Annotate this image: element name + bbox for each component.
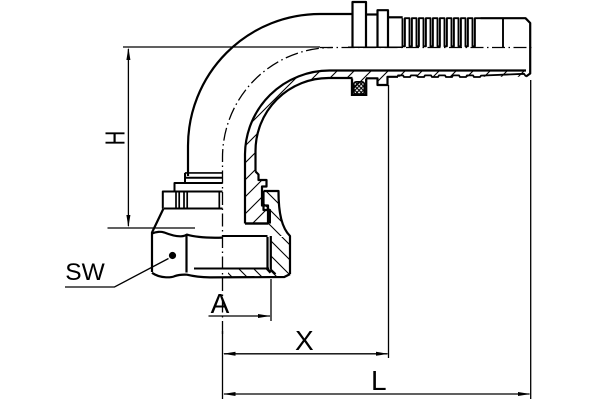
svg-text:A: A	[211, 288, 230, 319]
svg-text:SW: SW	[65, 259, 105, 286]
svg-text:X: X	[295, 325, 314, 356]
svg-text:H: H	[100, 131, 131, 146]
svg-text:L: L	[371, 365, 387, 396]
